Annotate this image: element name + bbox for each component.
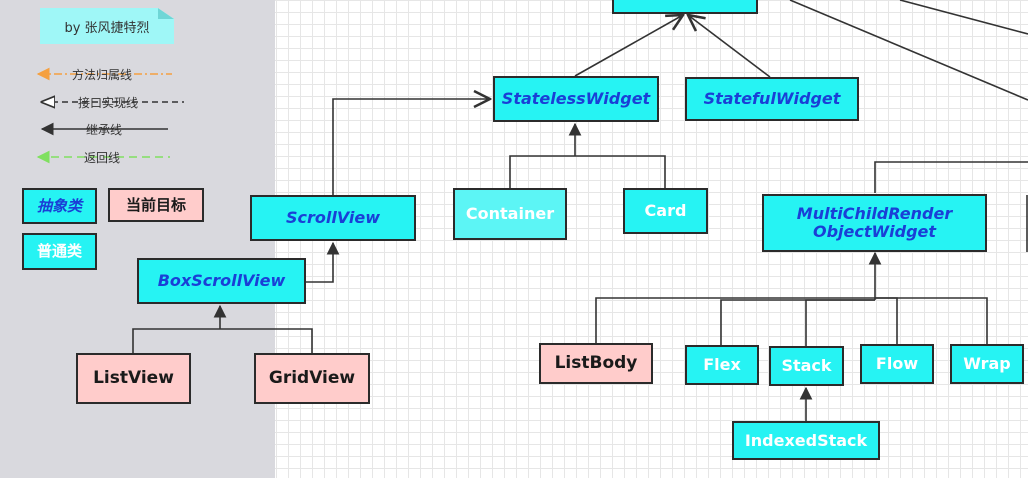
edge-multichild-to-parent (874, 161, 1028, 193)
node-stack: Stack (769, 346, 844, 386)
node-container: Container (453, 188, 567, 240)
node-wrap: Wrap (950, 344, 1024, 384)
legend-interface-label: 接口实现线 (78, 96, 139, 110)
author-text: by 张风捷特烈 (64, 20, 150, 36)
top-partial-node (612, 0, 758, 14)
edge-flow-to-multichild (875, 297, 898, 344)
edge-stateless-to-top (574, 15, 683, 77)
node-multi-child-render-object-widget: MultiChildRender ObjectWidget (762, 194, 987, 252)
node-stateful-widget: StatefulWidget (685, 77, 859, 121)
edge-diagonal-a (789, 0, 1028, 101)
node-indexed-stack: IndexedStack (732, 421, 880, 460)
node-list-view: ListView (76, 353, 191, 404)
edge-container-to-stateless (509, 155, 575, 188)
edge-card-to-stateless (575, 155, 666, 188)
node-multi-child-line2: ObjectWidget (812, 222, 937, 241)
edge-listbody-to-multichild (595, 297, 875, 343)
edge-stateful-to-top (688, 15, 771, 78)
legend-normal-class: 普通类 (22, 233, 97, 270)
edge-flex-to-multichild (720, 299, 875, 345)
edge-boxscroll-to-scroll (306, 241, 340, 283)
edge-diagonal-b (899, 0, 1028, 35)
legend-current-target: 当前目标 (108, 188, 204, 222)
node-scroll-view: ScrollView (250, 195, 416, 241)
node-card: Card (623, 188, 708, 234)
edge-gridview-to-boxscroll (220, 328, 313, 353)
node-box-scroll-view: BoxScrollView (137, 258, 306, 304)
edge-scrollview-to-stateless (332, 99, 490, 195)
legend-abstract-class: 抽象类 (22, 188, 97, 224)
node-flex: Flex (685, 345, 759, 385)
node-stateless-widget: StatelessWidget (493, 76, 659, 122)
legend-inherit-label: 继承线 (86, 123, 123, 137)
node-list-body: ListBody (539, 343, 653, 384)
node-grid-view: GridView (254, 353, 370, 404)
legend-return-label: 返回线 (84, 151, 121, 165)
edge-wrap-to-multichild (875, 297, 988, 344)
legend-method-label: 方法归属线 (72, 68, 133, 82)
edge-stack-to-multichild (805, 299, 875, 346)
author-note: by 张风捷特烈 (40, 8, 174, 44)
edge-listview-to-boxscroll (132, 328, 220, 353)
node-flow: Flow (860, 344, 934, 384)
node-multi-child-line1: MultiChildRender (796, 204, 953, 224)
